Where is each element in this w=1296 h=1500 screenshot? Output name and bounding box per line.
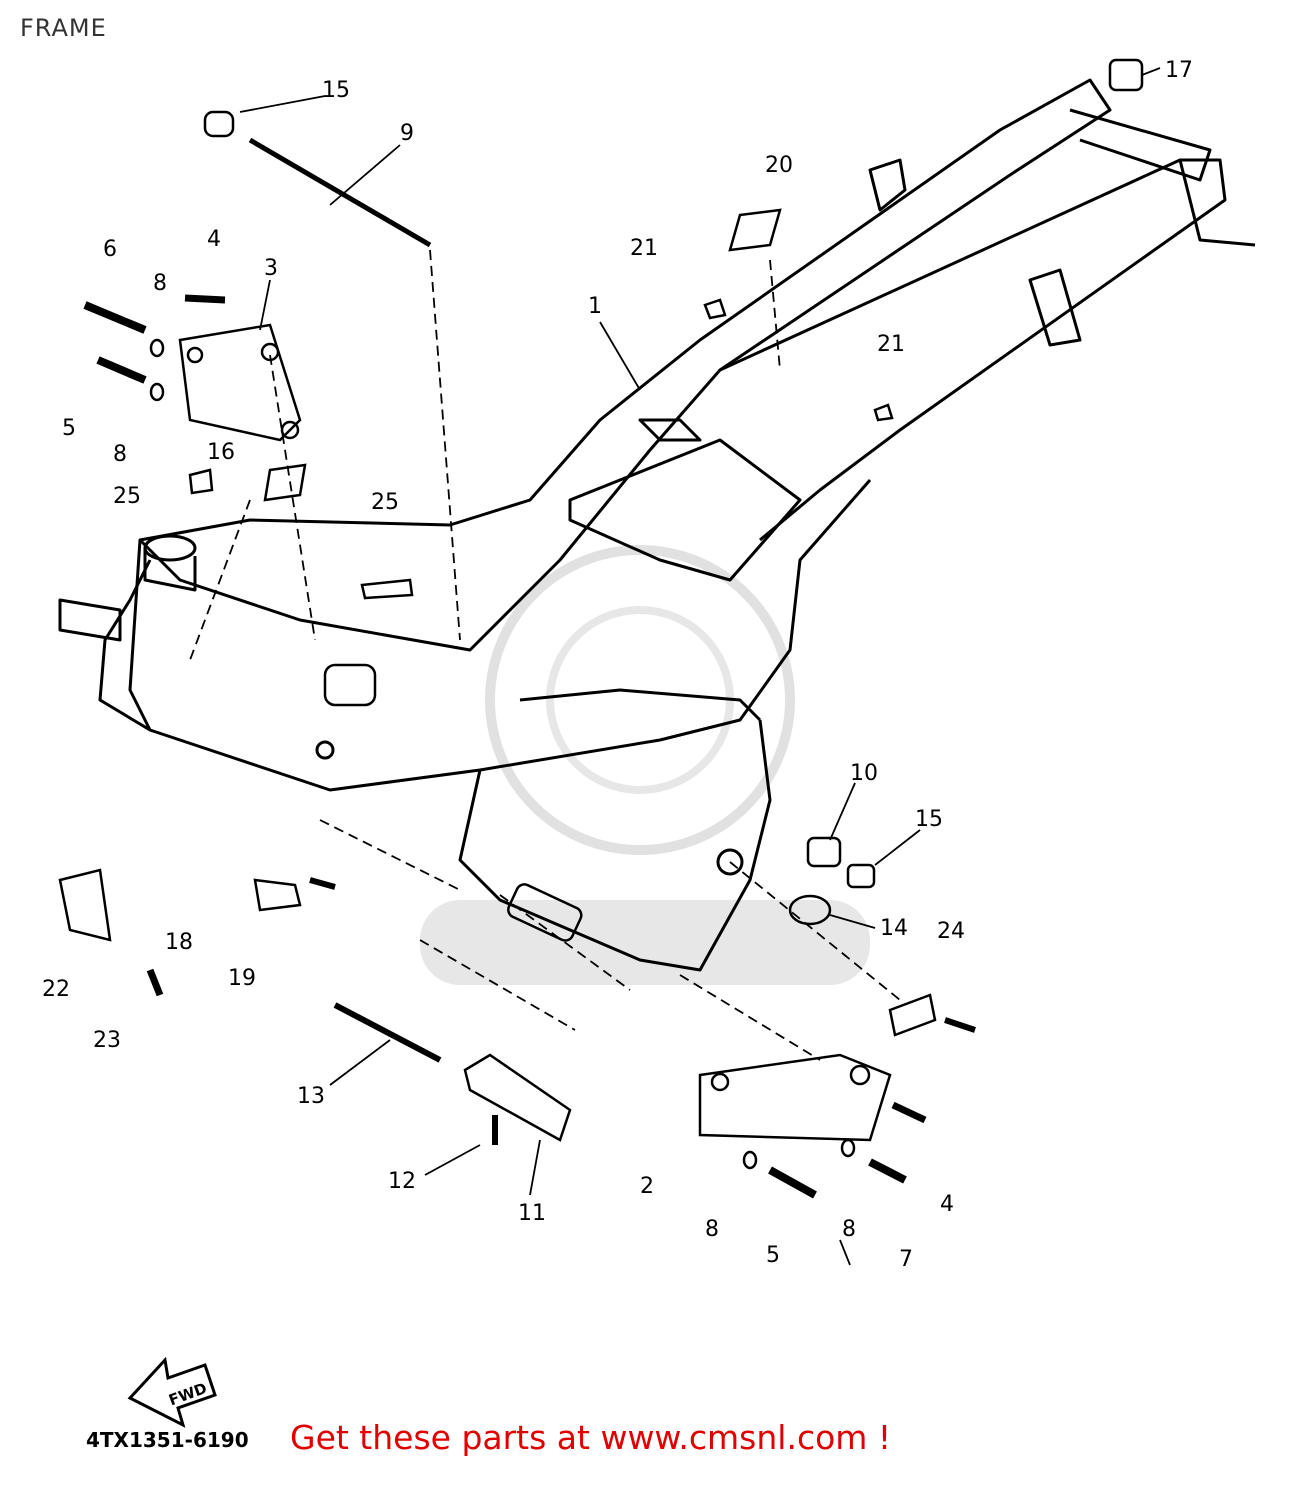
callout-15-top: 15 bbox=[322, 78, 350, 103]
part-code: 4TX1351-6190 bbox=[86, 1428, 249, 1452]
main-frame bbox=[58, 78, 1256, 972]
callout-25-left: 25 bbox=[113, 484, 141, 509]
callout-19: 19 bbox=[228, 966, 256, 991]
callout-5-bottom: 5 bbox=[766, 1243, 780, 1268]
callout-15-right: 15 bbox=[915, 807, 943, 832]
callout-17: 17 bbox=[1165, 58, 1193, 83]
callout-8-c: 8 bbox=[705, 1217, 719, 1242]
callout-21-right: 21 bbox=[877, 332, 905, 357]
callout-22: 22 bbox=[42, 977, 70, 1002]
callout-4-top: 4 bbox=[207, 227, 221, 252]
callout-23: 23 bbox=[93, 1028, 121, 1053]
callout-numbers: 15 9 17 20 21 6 4 3 8 1 21 5 8 16 25 25 … bbox=[42, 58, 1193, 1272]
callout-13: 13 bbox=[297, 1084, 325, 1109]
callout-21-left: 21 bbox=[630, 236, 658, 261]
callout-25-mid: 25 bbox=[371, 490, 399, 515]
promo-link[interactable]: Get these parts at www.cmsnl.com ! bbox=[290, 1418, 892, 1457]
callout-8-b: 8 bbox=[113, 442, 127, 467]
callout-6: 6 bbox=[103, 237, 117, 262]
callout-24: 24 bbox=[937, 919, 965, 944]
watermark bbox=[420, 545, 870, 985]
callout-leaders bbox=[239, 67, 1161, 1266]
callout-5-left: 5 bbox=[62, 416, 76, 441]
callout-2: 2 bbox=[640, 1174, 654, 1199]
fwd-arrow-icon: FWD bbox=[127, 1356, 217, 1428]
callout-9: 9 bbox=[400, 121, 414, 146]
leader-lines bbox=[189, 249, 901, 1061]
callout-14: 14 bbox=[880, 916, 908, 941]
callout-16: 16 bbox=[207, 440, 235, 465]
page-title: FRAME bbox=[20, 14, 107, 42]
callout-3: 3 bbox=[264, 256, 278, 281]
callout-18: 18 bbox=[165, 930, 193, 955]
callout-20: 20 bbox=[765, 153, 793, 178]
callout-8-a: 8 bbox=[153, 271, 167, 296]
callout-4-bottom: 4 bbox=[940, 1192, 954, 1217]
callout-7: 7 bbox=[899, 1247, 913, 1272]
callout-12: 12 bbox=[388, 1169, 416, 1194]
callout-8-d: 8 bbox=[842, 1217, 856, 1242]
callout-10: 10 bbox=[850, 761, 878, 786]
parts bbox=[58, 58, 1144, 1199]
callout-1: 1 bbox=[588, 294, 602, 319]
callout-11: 11 bbox=[518, 1201, 546, 1226]
